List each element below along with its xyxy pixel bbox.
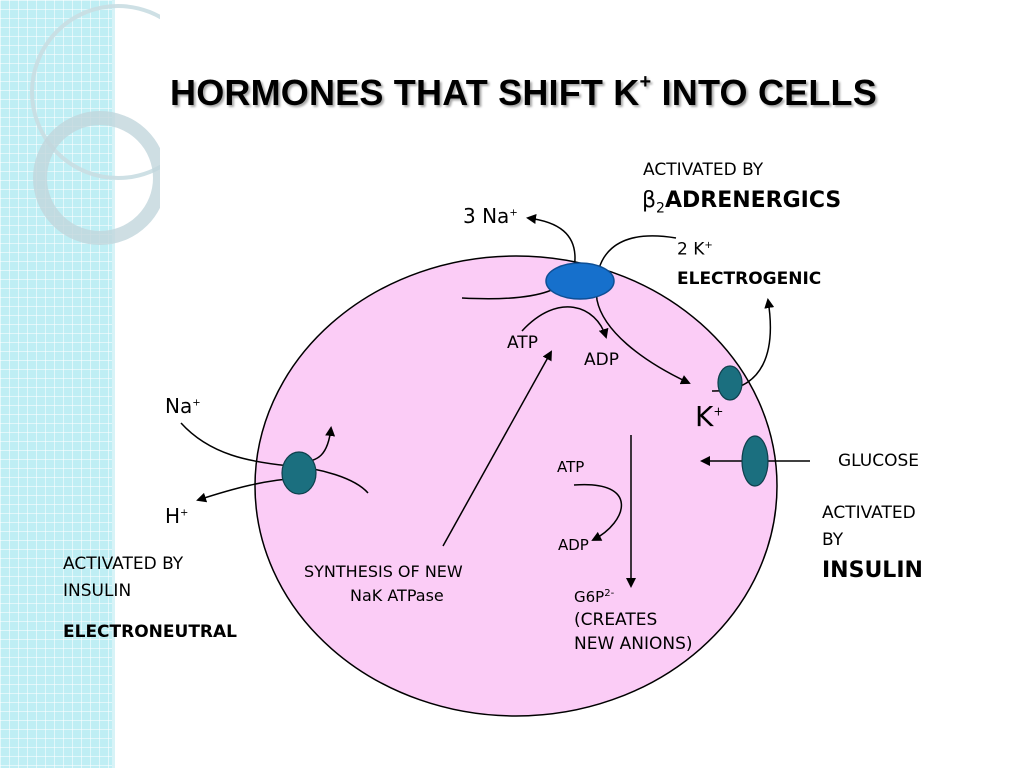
label-na-left: Na+ — [165, 394, 201, 418]
label-synthesis-1: SYNTHESIS OF NEW — [304, 562, 463, 581]
label-creates-1: (CREATES — [574, 610, 658, 630]
na-h-exchanger — [281, 451, 317, 495]
glucose-transporter — [741, 435, 769, 487]
arrow-atp-to-adp-mid — [573, 483, 623, 541]
label-glucose: GLUCOSE — [838, 451, 920, 471]
arrow-2k-in — [595, 235, 691, 385]
label-activated-left-1: ACTIVATED BY — [63, 554, 184, 574]
label-atp-mid: ATP — [557, 458, 585, 476]
label-creates-2: NEW ANIONS) — [574, 634, 693, 654]
label-g6p: G6P2- — [574, 588, 615, 606]
k-channel — [717, 365, 743, 401]
label-adp-mid: ADP — [558, 536, 589, 554]
label-atp-top: ATP — [507, 333, 538, 353]
label-activated-by-top: ACTIVATED BY — [643, 160, 764, 180]
label-activated-right-2: BY — [822, 530, 844, 550]
label-k-cell: K+ — [695, 400, 724, 433]
arrow-atp-to-adp-top — [521, 306, 609, 339]
label-electroneutral: ELECTRONEUTRAL — [63, 622, 237, 642]
label-activated-right-1: ACTIVATED — [822, 503, 916, 523]
label-activated-left-2: INSULIN — [63, 581, 132, 601]
label-electrogenic: ELECTROGENIC — [677, 269, 822, 289]
label-3na: 3 Na+ — [463, 204, 518, 228]
decorative-rings — [30, 4, 160, 245]
sidebar-edge — [112, 0, 115, 768]
label-beta2-adrenergics: β2ADRENERGICS — [642, 188, 842, 217]
label-adp-top: ADP — [584, 350, 619, 370]
arrow-synthesis — [442, 350, 552, 547]
na-k-pump — [545, 262, 615, 300]
label-h-left: H+ — [165, 504, 189, 528]
cell — [254, 255, 778, 717]
label-insulin-right: INSULIN — [822, 558, 923, 583]
label-synthesis-2: NaK ATPase — [350, 586, 444, 605]
page-title: HORMONES THAT SHIFT K+ INTO CELLS — [170, 71, 877, 113]
label-2k: 2 K+ — [677, 239, 713, 260]
